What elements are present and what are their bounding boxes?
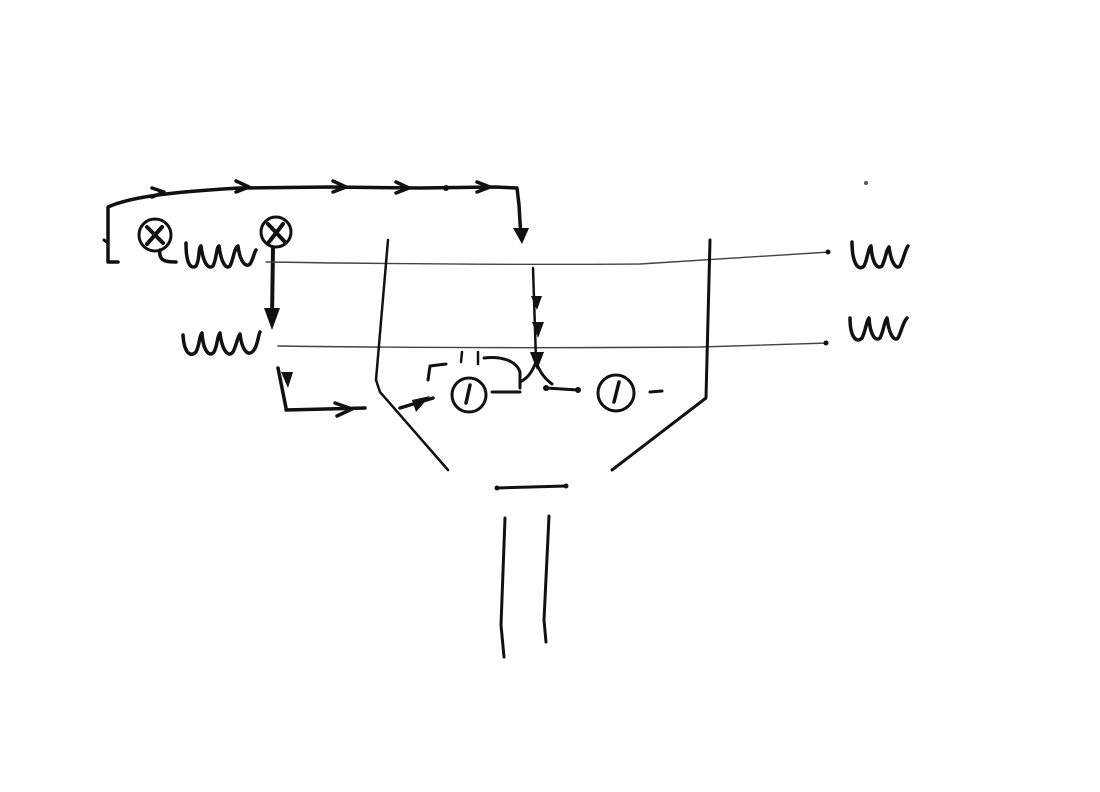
left-feed-column xyxy=(264,246,435,418)
feed-arrowhead-1 xyxy=(264,308,280,330)
vessel-left-wall xyxy=(374,238,450,472)
down-flow-arrowhead-1 xyxy=(531,296,542,310)
upper-level-line xyxy=(265,251,831,266)
feed-arrowhead-2 xyxy=(281,372,293,388)
circled-one-icon xyxy=(596,373,636,413)
chevron-arrow-4 xyxy=(394,180,411,195)
loop-tick xyxy=(102,238,110,245)
feed-line-lower xyxy=(276,366,288,410)
squiggle-icon xyxy=(158,241,258,269)
right-branch xyxy=(534,360,554,386)
lower-level-line-end xyxy=(823,340,829,346)
chevron-arrow-3 xyxy=(331,179,348,194)
stray-dot xyxy=(864,181,868,185)
down-flow-line xyxy=(531,266,538,362)
lower-level-line xyxy=(277,342,829,349)
squiggle-icon xyxy=(848,316,909,342)
cross-circle-right xyxy=(259,215,293,249)
vessel-right-wall xyxy=(610,238,712,472)
circled-one-right xyxy=(596,373,636,413)
feed-chevron xyxy=(333,401,354,418)
loop-dot xyxy=(443,185,449,191)
pipe-left-wall xyxy=(499,516,507,659)
feed-line-upper xyxy=(270,246,275,320)
internal-flow xyxy=(426,266,664,394)
left-branch xyxy=(518,360,538,384)
top-arc xyxy=(482,356,522,390)
top-loop-path xyxy=(106,185,523,264)
x-in-circle-icon xyxy=(137,217,173,253)
squiggle-icon xyxy=(850,240,910,270)
cross-circle-left xyxy=(137,217,173,253)
left-bracket xyxy=(426,362,448,382)
top-return-loop xyxy=(102,179,529,264)
loop-arrowhead-down xyxy=(513,228,529,244)
circled-one-icon xyxy=(450,376,488,414)
chevron-arrow-2 xyxy=(234,179,251,194)
small-ticks xyxy=(459,350,480,366)
squiggle-icon xyxy=(181,330,262,356)
vessel-outlet-gap xyxy=(495,484,568,490)
chevron-arrow-1 xyxy=(150,186,166,199)
down-flow-arrowhead-2 xyxy=(532,322,544,338)
pipe-right-wall xyxy=(542,514,551,644)
outlet-dash xyxy=(648,389,664,394)
chevron-arrow-5 xyxy=(475,180,492,194)
feed-entry-arrowhead xyxy=(412,396,430,412)
circle-link-right xyxy=(544,386,580,392)
vessel xyxy=(374,238,712,491)
outlet-pipe xyxy=(499,514,551,659)
x-in-circle-icon xyxy=(259,215,293,249)
upper-level-line-end xyxy=(825,249,831,255)
circled-one-left xyxy=(450,376,488,414)
